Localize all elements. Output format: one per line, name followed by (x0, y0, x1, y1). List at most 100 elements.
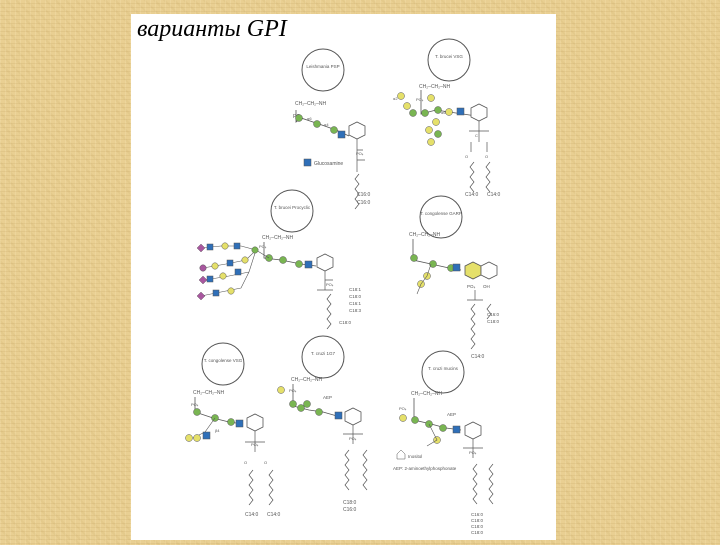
galactose-residue (427, 94, 435, 102)
structure-name: T. congolense VSG (204, 358, 243, 363)
galactose-residue (219, 272, 227, 280)
lipid-label: C16:1 (349, 301, 362, 306)
oxygen-label: O (244, 460, 247, 465)
phosphate-label: PO₄ (467, 284, 476, 289)
mannose-residue (315, 408, 323, 416)
ethanolamine-label: CH₂–CH₂–NH (409, 232, 440, 238)
protein-circle (270, 189, 314, 233)
inositol-ring (348, 121, 366, 140)
structure-name: T. brucei VSG (435, 54, 463, 59)
inositol-ring (464, 421, 482, 440)
lipid-chain (472, 463, 478, 505)
mannose-residue (295, 114, 303, 122)
mannose-residue (297, 404, 305, 412)
inositol-legend-label: Inositol (408, 454, 422, 459)
mannose-residue (434, 106, 442, 114)
mannose-residue (193, 408, 201, 416)
protein-circle (301, 335, 345, 379)
glucosamine-residue (212, 289, 220, 297)
structure-tcruzi-1g7: T. cruzi 1G7 CH₂–CH₂–NH PO₄ AEP PO₄ C18:… (277, 335, 368, 513)
linkage-label: α6 (307, 116, 312, 121)
glucosamine-residue (452, 425, 461, 434)
galactose-residue (241, 256, 249, 264)
glucosamine-residue (226, 259, 234, 267)
lipid-label: C14:0 (487, 192, 501, 198)
inositol-ring (480, 261, 498, 280)
protein-circle (421, 350, 465, 394)
galactose-residue (277, 386, 285, 394)
sialic-acid-residue (199, 264, 207, 272)
inositol-ring (316, 253, 334, 272)
inositol-ring (470, 103, 488, 122)
phosphate-label: PO₄ (416, 97, 424, 102)
galactose-residue (432, 118, 440, 126)
mannose-residue (429, 260, 437, 268)
lipid-chain (470, 303, 476, 350)
structure-tcongolense-vsg: T. congolense VSG CH₂–CH₂–NH PO₄ β4 PO₄ … (185, 342, 281, 518)
structure-tcruzi-mucins: T. cruzi mucins CH₂–CH₂–NH PO₄ AEP PO₄ C… (393, 350, 494, 535)
sialic-acid-residue (196, 291, 206, 301)
aep-label: AEP (447, 412, 456, 417)
galactose-residue (193, 434, 201, 442)
galactose-residue (227, 287, 235, 295)
lipid-chain (486, 303, 492, 320)
mannose-residue (409, 109, 417, 117)
sialic-acid-residue (198, 275, 208, 285)
ethanolamine-label: CH₂–CH₂–NH (295, 101, 326, 107)
glucosamine-legend-label: Glucosamine (314, 161, 343, 167)
ethanolamine-label: CH₂–CH₂–NH (411, 391, 442, 397)
aep-label: AEP (323, 395, 332, 400)
glucosamine-residue (202, 431, 211, 440)
linkage-label: β4 (215, 428, 220, 433)
structure-name: T. cruzi 1G7 (311, 351, 336, 356)
slide-title: варианты GPI (137, 16, 287, 42)
phosphate-label: PO₄ (469, 450, 477, 455)
inositol-ring (464, 261, 482, 280)
lipid-label: C14:0 (471, 354, 485, 360)
inositol-ring (246, 413, 264, 432)
ethanolamine-label: CH₂–CH₂–NH (262, 235, 293, 241)
ethanolamine-label: CH₂–CH₂–NH (291, 377, 322, 383)
phosphate-label: PO₄ (399, 406, 407, 411)
lipid-chain (326, 293, 332, 330)
gpi-diagram: Leishmania PSP CH₂–CH₂–NH PO₄ α6 α4 PO₄ … (185, 38, 501, 535)
linkage-label: α4 (324, 122, 329, 127)
lipid-chain (248, 469, 254, 506)
linkage-label: α6 (441, 110, 446, 115)
structure-tbrucei-procyclic: T. brucei Procyclic CH₂–CH₂–NH PO₄ PO₄ C… (196, 189, 371, 330)
mannose-residue (434, 130, 442, 138)
lipid-label: C14:0 (245, 512, 259, 518)
glucosamine-residue (334, 411, 343, 420)
structure-tbrucei-vsg: T. brucei VSG CH₂–CH₂–NH PO₄ α2 α6 C O O… (393, 38, 501, 198)
lipid-label: C14:0 (267, 512, 281, 518)
lipid-label: C18:0 (343, 500, 357, 506)
oxygen-label: O (465, 154, 468, 159)
lipid-chain (362, 449, 368, 491)
mannose-residue (279, 256, 287, 264)
galactose-residue (221, 242, 229, 250)
mannose-residue (439, 424, 447, 432)
glucosamine-residue (206, 243, 214, 251)
mannose-residue (411, 416, 419, 424)
lipid-label: C16:0 (487, 312, 500, 317)
galactose-residue (397, 92, 405, 100)
lipid-chain (488, 463, 494, 505)
inositol-ring (344, 407, 362, 426)
galactose-residue (425, 126, 433, 134)
glucosamine-legend-icon (303, 158, 312, 167)
galactose-residue (185, 434, 193, 442)
oxygen-label: O (264, 460, 267, 465)
glucosamine-residue (235, 419, 244, 428)
lipid-label: C18:0 (471, 524, 484, 529)
lipid-chain (469, 161, 475, 193)
galactose-residue (399, 414, 407, 422)
lipid-label: C16:0 (357, 192, 371, 198)
phosphate-label: PO₄ (326, 282, 334, 287)
structure-name: T. congolense GARP (420, 211, 462, 216)
phosphate-label: PO₄ (356, 151, 364, 156)
lipid-chain (344, 449, 350, 491)
sialic-acid-residue (196, 243, 206, 253)
ethanolamine-label: CH₂–CH₂–NH (193, 390, 224, 396)
glucosamine-residue (233, 242, 241, 250)
glucosamine-residue (337, 130, 346, 139)
